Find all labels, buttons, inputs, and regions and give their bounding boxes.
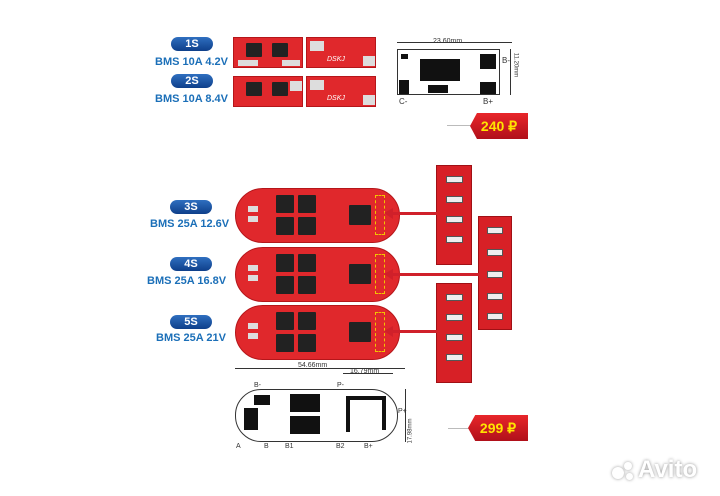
- variant-label-1s: BMS 10A 4.2V: [155, 56, 228, 68]
- board-logo: DSKJ: [327, 95, 345, 102]
- board-3s: [235, 188, 400, 243]
- pin-label: B1: [285, 443, 294, 450]
- pin-label: A: [236, 443, 241, 450]
- pin-label: C-: [399, 97, 408, 106]
- pin-label: P-: [337, 382, 344, 389]
- badge-3s: 3S: [170, 200, 212, 214]
- detail-strip-5s: [436, 283, 472, 383]
- badge-2s: 2S: [171, 74, 213, 88]
- arrow-3s: [384, 208, 437, 219]
- variant-label-5s: BMS 25A 21V: [156, 332, 226, 344]
- board-2s-front: [233, 76, 303, 107]
- variant-label-4s: BMS 25A 16.8V: [147, 275, 227, 287]
- price-tag-299: 299 ₽: [468, 415, 528, 441]
- variant-label-2s: BMS 10A 8.4V: [155, 93, 228, 105]
- width-dimension: 54.66mm: [298, 362, 328, 369]
- price-tag-240: 240 ₽: [470, 113, 528, 139]
- sub-dimension: 16.79mm: [350, 368, 380, 375]
- badge-4s: 4S: [170, 257, 212, 271]
- pin-label: B-: [254, 382, 261, 389]
- pin-label: P+: [398, 408, 407, 415]
- arrow-5s: [384, 326, 437, 337]
- dimension-line: [343, 373, 393, 374]
- board-logo: DSKJ: [327, 56, 345, 63]
- pin-label: B+: [364, 443, 373, 450]
- detail-strip-3s: [436, 165, 472, 265]
- tag-string: [448, 428, 472, 429]
- board-1s-front: [233, 37, 303, 68]
- dimension-line: [510, 49, 511, 95]
- avito-watermark: Avito: [612, 455, 697, 485]
- width-dimension: 23.60mm: [433, 38, 462, 45]
- dimension-line: [235, 368, 405, 369]
- height-dimension: 17.98mm: [407, 418, 414, 444]
- variant-label-3s: BMS 25A 12.6V: [150, 218, 230, 230]
- avito-logo-icon: [612, 459, 634, 481]
- board-4s: [235, 247, 400, 302]
- watermark-text: Avito: [638, 456, 698, 483]
- tag-string: [447, 125, 473, 126]
- detail-strip-4s: [478, 216, 512, 330]
- pin-label: B2: [336, 443, 345, 450]
- board-outline: [397, 49, 500, 95]
- board-2s-back: DSKJ: [306, 76, 376, 107]
- pin-label: B+: [483, 97, 494, 106]
- dimension-line: [397, 42, 512, 43]
- arrow-4s: [384, 269, 479, 280]
- dimension-line: [405, 389, 406, 442]
- board-5s: [235, 305, 400, 360]
- board-1s-back: DSKJ: [306, 37, 376, 68]
- board-outline: [235, 389, 398, 442]
- pin-label: B: [264, 443, 269, 450]
- height-dimension: 11.20mm: [512, 52, 519, 78]
- badge-1s: 1S: [171, 37, 213, 51]
- badge-5s: 5S: [170, 315, 212, 329]
- pin-label: B-: [502, 56, 510, 65]
